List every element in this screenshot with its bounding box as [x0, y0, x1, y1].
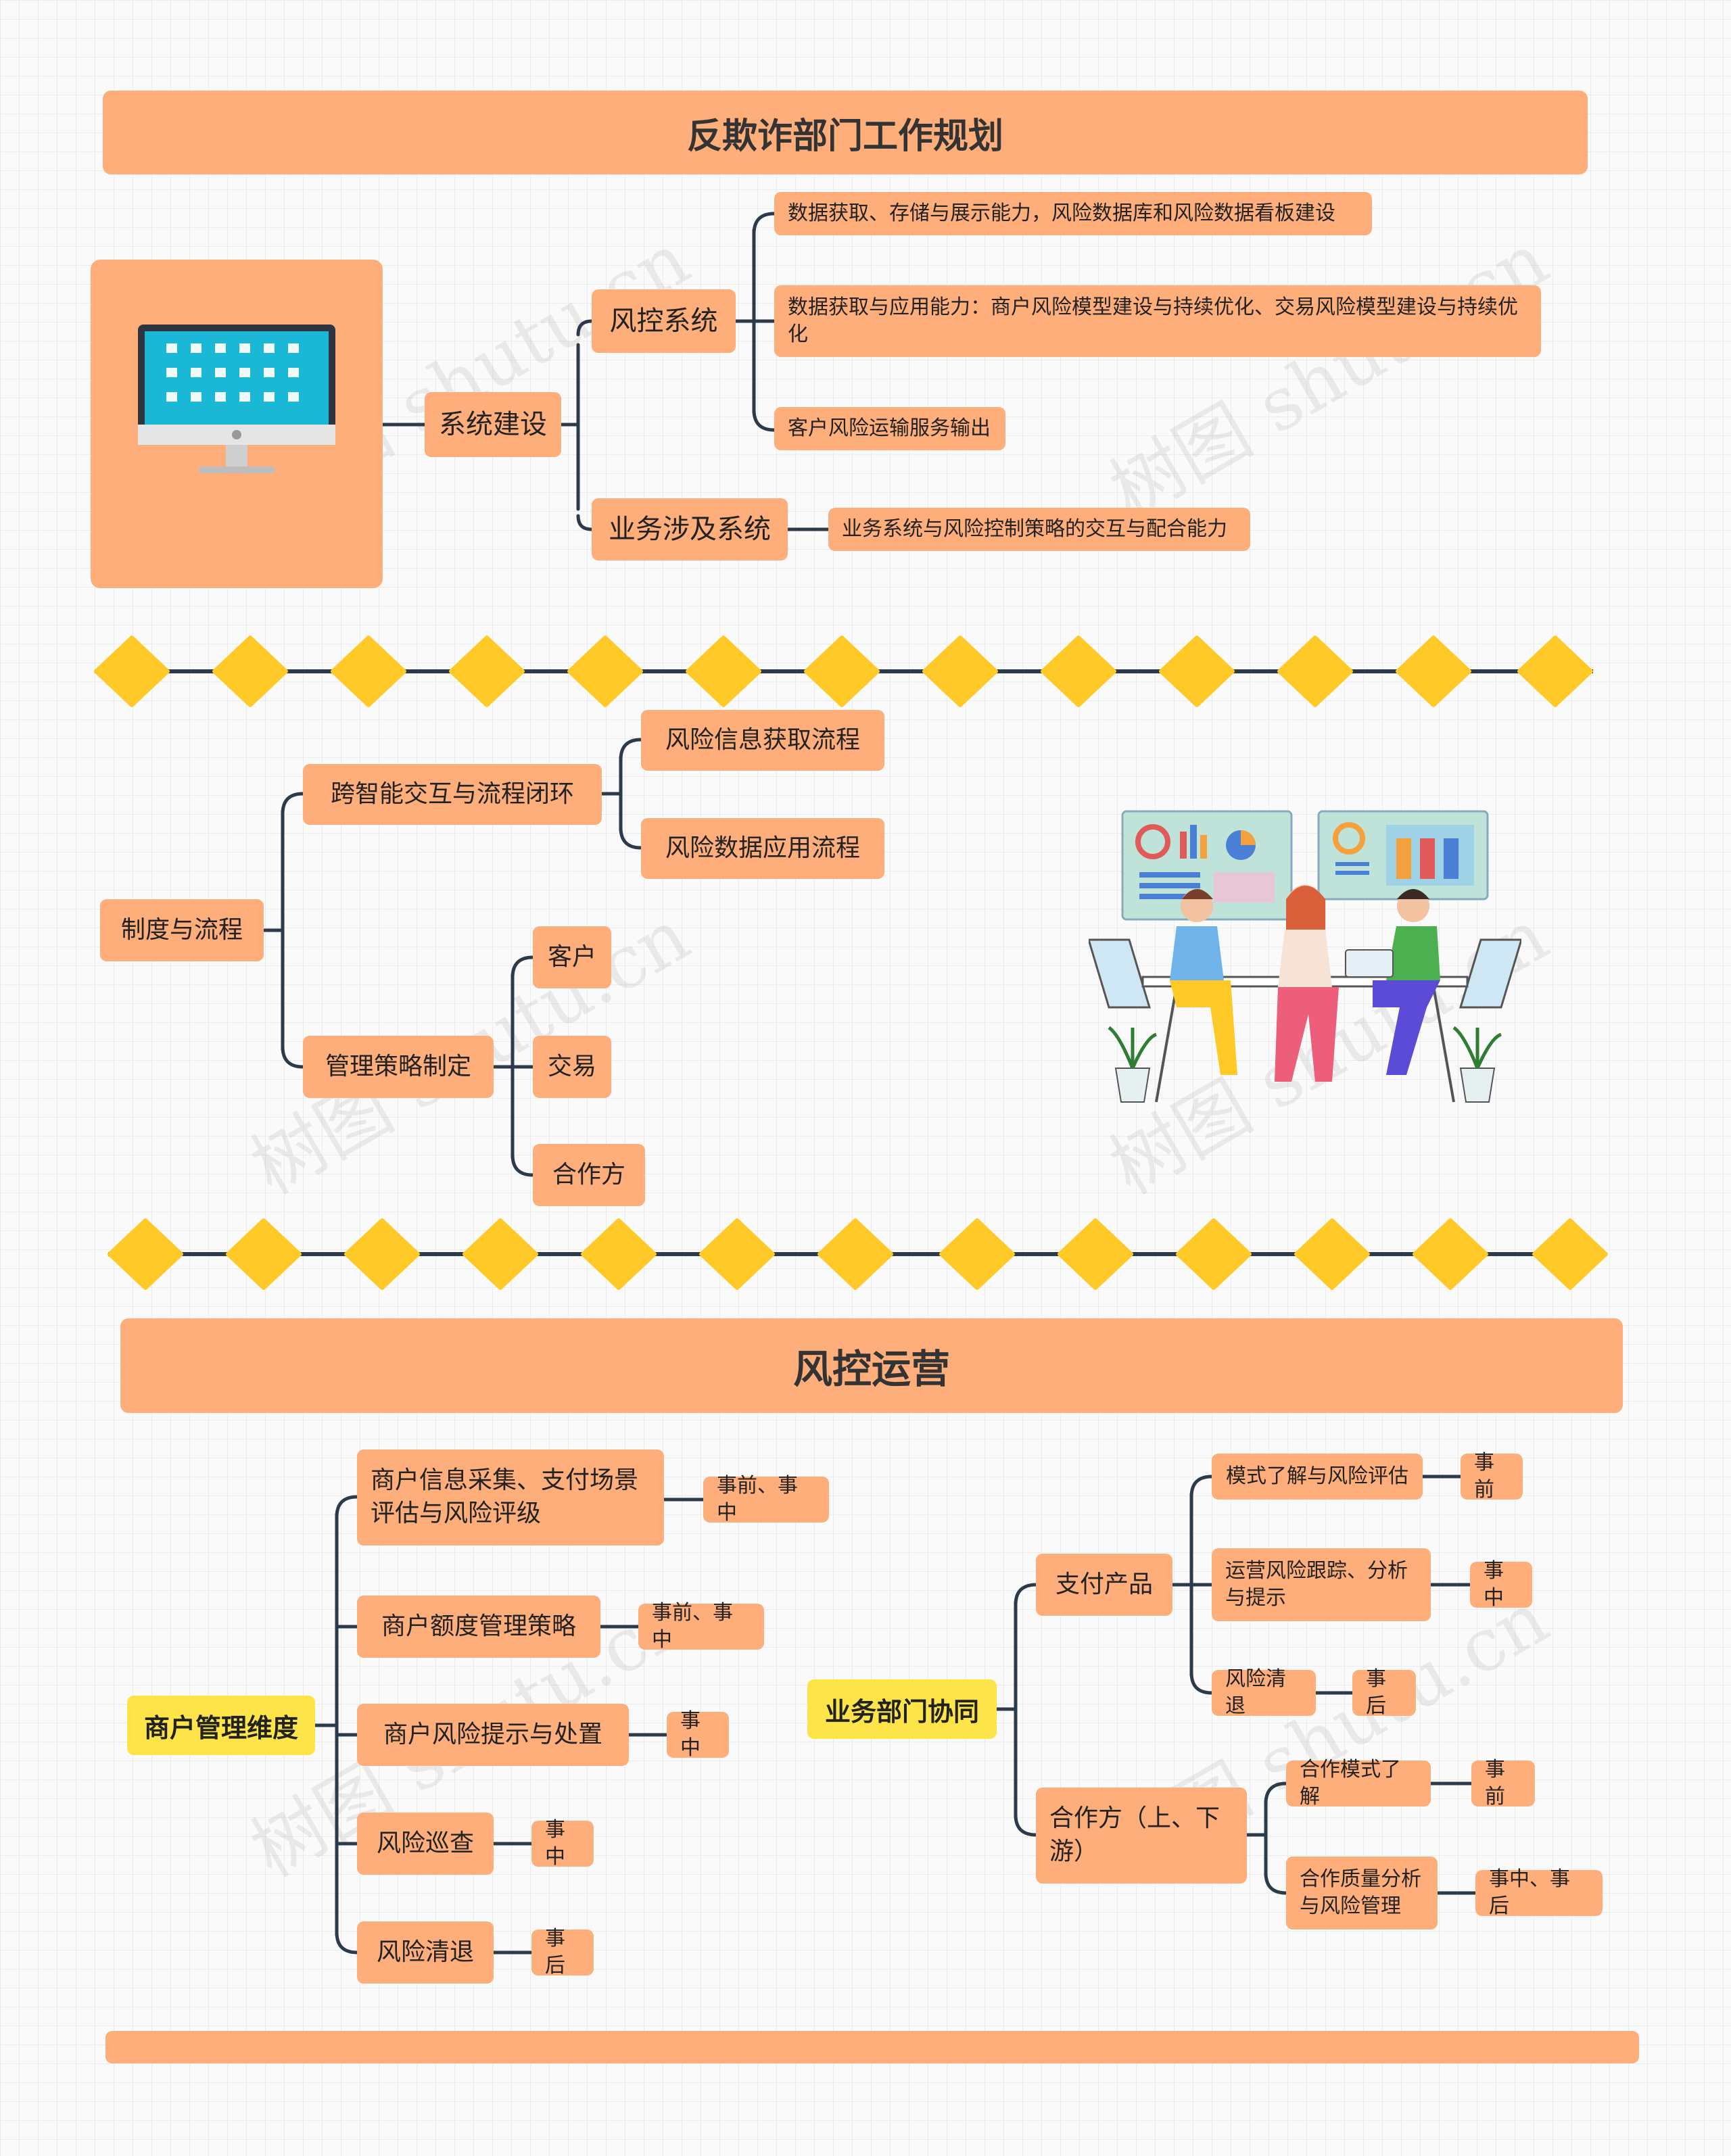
node-merchant-root[interactable]: 商户管理维度 [127, 1696, 315, 1755]
computer-illustration-panel [91, 260, 383, 588]
node-partner[interactable]: 合作方（上、下游） [1036, 1788, 1247, 1884]
leaf-pay-item[interactable]: 风险清退 [1212, 1667, 1316, 1718]
monitor-icon [138, 325, 335, 473]
page-title: 反欺诈部门工作规划 [103, 91, 1588, 174]
leaf-risk-item[interactable]: 数据获取、存储与展示能力，风险数据库和风险数据看板建设 [774, 192, 1372, 235]
diamond-marker [1413, 1218, 1488, 1290]
node-merchant-item[interactable]: 商户风险提示与处置 [357, 1704, 629, 1766]
leaf-cross-item[interactable]: 风险数据应用流程 [641, 818, 884, 879]
node-system-build[interactable]: 系统建设 [425, 392, 561, 457]
diamond-marker [1532, 1218, 1608, 1290]
diamond-marker [581, 1218, 657, 1290]
node-cross-loop[interactable]: 跨智能交互与流程闭环 [303, 764, 602, 825]
node-payment-product[interactable]: 支付产品 [1036, 1554, 1172, 1616]
diamond-marker [94, 636, 170, 707]
tag-stage[interactable]: 事中 [531, 1818, 594, 1869]
diamond-marker [1041, 636, 1116, 707]
diamond-marker [226, 1218, 302, 1290]
node-business-system[interactable]: 业务涉及系统 [592, 498, 788, 560]
diamond-marker [1517, 636, 1593, 707]
diamond-marker [344, 1218, 420, 1290]
node-merchant-item[interactable]: 商户额度管理策略 [357, 1596, 600, 1658]
diamond-marker [1176, 1218, 1252, 1290]
leaf-risk-item[interactable]: 数据获取与应用能力：商户风险模型建设与持续优化、交易风险模型建设与持续优化 [774, 285, 1541, 357]
node-merchant-item[interactable]: 风险巡查 [357, 1813, 494, 1875]
leaf-partner-item[interactable]: 合作质量分析与风险管理 [1286, 1856, 1438, 1930]
diamond-marker [1159, 636, 1235, 707]
diamond-marker [567, 636, 643, 707]
node-merchant-item[interactable]: 商户信息采集、支付场景评估与风险评级 [357, 1450, 664, 1546]
node-risk-control-system[interactable]: 风控系统 [592, 289, 736, 353]
diamond-marker [212, 636, 288, 707]
leaf-business-item[interactable]: 业务系统与风险控制策略的交互与配合能力 [828, 508, 1250, 551]
team-meeting-illustration [1089, 810, 1521, 1103]
tag-stage[interactable]: 事前、事中 [703, 1474, 829, 1525]
diamond-marker [1058, 1218, 1133, 1290]
leaf-partner-item[interactable]: 合作模式了解 [1286, 1758, 1431, 1808]
diamond-marker [1294, 1218, 1370, 1290]
diamond-marker [1277, 636, 1353, 707]
tag-stage[interactable]: 事后 [531, 1927, 594, 1978]
tag-stage[interactable]: 事前、事中 [638, 1601, 764, 1652]
leaf-policy-item[interactable]: 交易 [533, 1036, 611, 1098]
diamond-marker [804, 636, 880, 707]
diamond-marker [463, 1218, 538, 1290]
diamond-marker [108, 1218, 183, 1290]
tag-stage[interactable]: 事前 [1461, 1451, 1523, 1502]
diamond-marker [922, 636, 998, 707]
node-policy[interactable]: 管理策略制定 [303, 1036, 494, 1098]
diamond-marker [449, 636, 525, 707]
node-process-root[interactable]: 制度与流程 [100, 899, 264, 961]
node-merchant-item[interactable]: 风险清退 [357, 1921, 494, 1984]
tag-stage[interactable]: 事前 [1471, 1758, 1535, 1808]
diamond-marker [331, 636, 406, 707]
diamond-marker [817, 1218, 893, 1290]
diamond-marker [939, 1218, 1015, 1290]
diamond-marker [1396, 636, 1471, 707]
node-business-coop-root[interactable]: 业务部门协同 [807, 1679, 997, 1739]
diamond-marker [699, 1218, 775, 1290]
leaf-policy-item[interactable]: 合作方 [533, 1144, 645, 1206]
diamond-marker [686, 636, 761, 707]
tag-stage[interactable]: 事中 [667, 1709, 729, 1760]
leaf-pay-item[interactable]: 模式了解与风险评估 [1212, 1454, 1423, 1500]
leaf-risk-item[interactable]: 客户风险运输服务输出 [774, 407, 1005, 450]
leaf-pay-item[interactable]: 运营风险跟踪、分析与提示 [1212, 1548, 1431, 1621]
leaf-policy-item[interactable]: 客户 [533, 926, 611, 988]
tag-stage[interactable]: 事后 [1352, 1667, 1416, 1718]
tag-stage[interactable]: 事中 [1470, 1559, 1532, 1610]
leaf-cross-item[interactable]: 风险信息获取流程 [641, 710, 884, 771]
section-title: 风控运营 [120, 1318, 1623, 1413]
tag-stage[interactable]: 事中、事后 [1475, 1867, 1603, 1918]
footer-bar [105, 2031, 1639, 2063]
